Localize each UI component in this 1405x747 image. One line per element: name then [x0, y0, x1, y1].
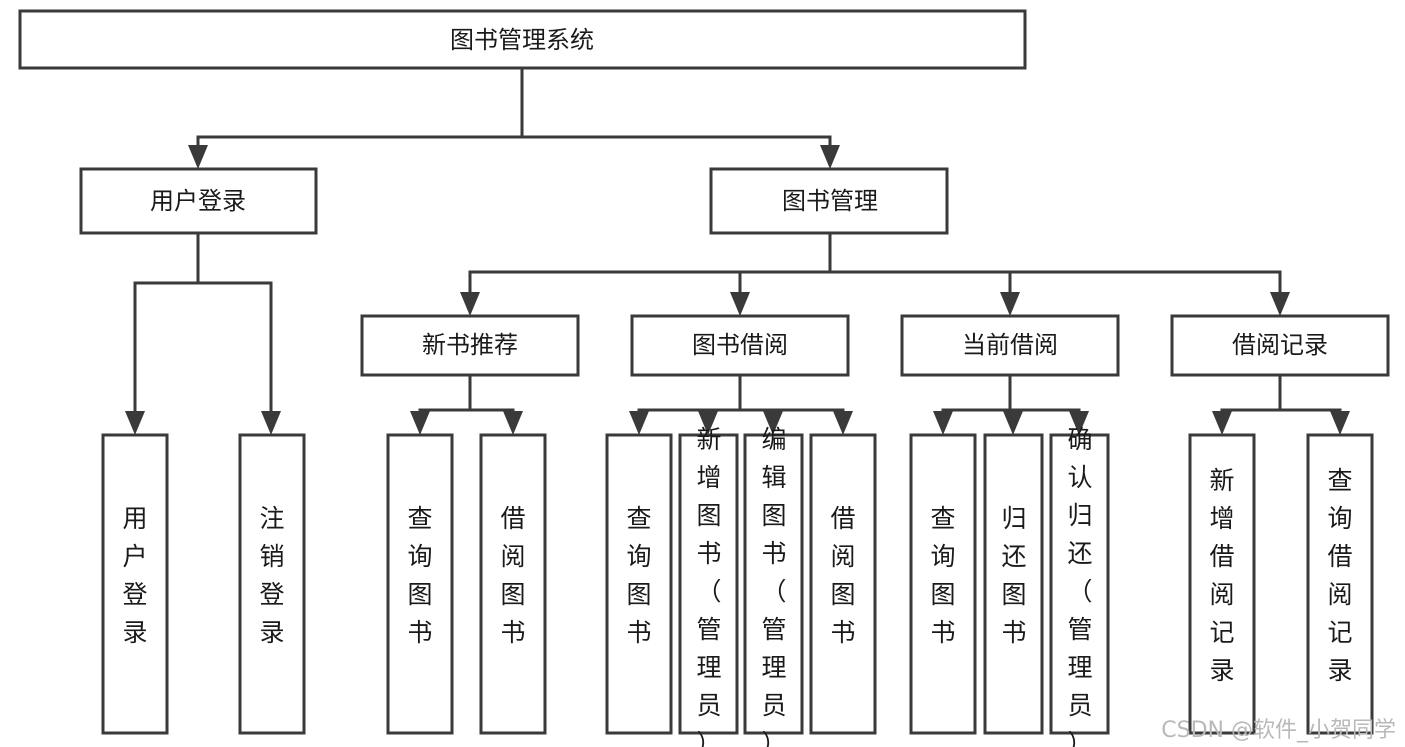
arrow-head-leaf-add-book-admin: [698, 411, 718, 435]
node-leaf-query-book-new-box: [386, 433, 454, 735]
arrow-head-leaf-confirm-return-admin: [1069, 411, 1089, 435]
node-leaf-confirm-return-admin[interactable]: 确认归还（管理员）: [1049, 425, 1110, 747]
arrow-head-leaf-query-borrow-record: [1330, 411, 1350, 435]
node-root-label: 图书管理系统: [450, 26, 594, 54]
node-leaf-add-book-admin[interactable]: 新增图书（管理员）: [678, 425, 739, 747]
node-leaf-add-borrow-record[interactable]: 新增借阅记录: [1188, 433, 1256, 735]
node-leaf-query-book-new-label: 查询图书: [407, 504, 432, 647]
node-leaf-query-book-current[interactable]: 查询图书: [909, 433, 977, 735]
node-current-borrow-label: 当前借阅: [962, 331, 1058, 359]
edge-borrow-records-bus: [1220, 373, 1342, 420]
edge-user-login-bus: [133, 231, 273, 420]
node-user-login-label: 用户登录: [150, 187, 246, 215]
node-leaf-logout-label: 注销登录: [259, 504, 284, 647]
node-leaf-query-book-current-box: [909, 433, 977, 735]
arrow-head-leaf-logout: [261, 411, 281, 435]
arrow-head-book-borrow: [730, 292, 750, 316]
node-leaf-borrow-book-new-box: [479, 433, 547, 735]
node-leaf-query-book-borrow[interactable]: 查询图书: [605, 433, 673, 735]
node-leaf-return-book-label: 归还图书: [1001, 504, 1026, 647]
node-borrow-records[interactable]: 借阅记录: [1170, 314, 1390, 377]
node-borrow-records-box: [1170, 314, 1390, 377]
node-user-login[interactable]: 用户登录: [79, 167, 318, 235]
node-current-borrow[interactable]: 当前借阅: [900, 314, 1120, 377]
node-leaf-query-book-current-label: 查询图书: [930, 504, 955, 647]
node-leaf-logout[interactable]: 注销登录: [238, 433, 306, 735]
node-new-book-recommend-box: [360, 314, 580, 377]
node-leaf-edit-book-admin-label: 编辑图书（管理员）: [761, 425, 786, 747]
node-book-borrow-box: [630, 314, 850, 377]
node-leaf-borrow-book-box: [809, 433, 877, 735]
node-book-borrow-label: 图书借阅: [692, 331, 788, 359]
node-leaf-query-borrow-record-label: 查询借阅记录: [1327, 466, 1352, 685]
node-leaf-borrow-book-new-label: 借阅图书: [500, 504, 525, 647]
edge-root-bus: [196, 66, 832, 154]
node-leaf-confirm-return-admin-box: [1049, 433, 1110, 735]
node-leaf-user-login-box: [101, 433, 169, 735]
arrow-head-leaf-borrow-book: [833, 411, 853, 435]
arrow-head-current-borrow: [1000, 292, 1020, 316]
node-book-management[interactable]: 图书管理: [709, 167, 949, 235]
arrow-head-leaf-return-book: [1003, 411, 1023, 435]
node-leaf-query-book-new[interactable]: 查询图书: [386, 433, 454, 735]
arrow-head-borrow-records: [1270, 292, 1290, 316]
arrow-head-leaf-borrow-book-new: [503, 411, 523, 435]
arrow-head-book-management: [820, 145, 840, 169]
node-book-management-label: 图书管理: [782, 187, 878, 215]
node-leaf-add-borrow-record-box: [1188, 433, 1256, 735]
node-root-box: [18, 9, 1027, 70]
node-leaf-edit-book-admin-box: [743, 433, 804, 735]
node-leaf-confirm-return-admin-label: 确认归还（管理员）: [1067, 425, 1092, 747]
node-leaf-add-book-admin-box: [678, 433, 739, 735]
arrow-head-user-login: [188, 145, 208, 169]
edge-book-borrow-bus: [637, 373, 845, 420]
node-leaf-query-borrow-record[interactable]: 查询借阅记录: [1306, 433, 1374, 735]
edge-book-management-bus: [468, 231, 1282, 301]
node-leaf-user-login[interactable]: 用户登录: [101, 433, 169, 735]
node-current-borrow-box: [900, 314, 1120, 377]
node-leaf-query-book-borrow-box: [605, 433, 673, 735]
node-leaf-add-borrow-record-label: 新增借阅记录: [1209, 466, 1234, 685]
node-leaf-user-login-label: 用户登录: [122, 504, 147, 647]
watermark-text: CSDN @软件_小贺同学: [1161, 718, 1396, 743]
node-leaf-borrow-book-new[interactable]: 借阅图书: [479, 433, 547, 735]
arrow-head-leaf-add-borrow-record: [1212, 411, 1232, 435]
node-root[interactable]: 图书管理系统: [18, 9, 1027, 70]
node-new-book-recommend-label: 新书推荐: [422, 331, 518, 359]
node-user-login-box: [79, 167, 318, 235]
node-leaf-logout-box: [238, 433, 306, 735]
node-leaf-query-borrow-record-box: [1306, 433, 1374, 735]
arrow-head-leaf-query-book-new: [410, 411, 430, 435]
node-leaf-add-book-admin-label: 新增图书（管理员）: [696, 425, 721, 747]
arrow-head-leaf-query-book-borrow: [629, 411, 649, 435]
node-book-management-box: [709, 167, 949, 235]
node-leaf-query-book-borrow-label: 查询图书: [626, 504, 651, 647]
arrow-head-leaf-query-book-current: [933, 411, 953, 435]
node-book-borrow[interactable]: 图书借阅: [630, 314, 850, 377]
node-borrow-records-label: 借阅记录: [1232, 331, 1328, 359]
edge-new-book-recommend-bus: [418, 373, 515, 420]
node-new-book-recommend[interactable]: 新书推荐: [360, 314, 580, 377]
node-leaf-borrow-book[interactable]: 借阅图书: [809, 433, 877, 735]
arrow-head-new-book-recommend: [460, 292, 480, 316]
arrow-head-leaf-edit-book-admin: [763, 411, 783, 435]
node-leaf-borrow-book-label: 借阅图书: [830, 504, 855, 647]
arrow-head-leaf-user-login: [125, 411, 145, 435]
node-leaf-return-book-box: [983, 433, 1044, 735]
node-leaf-return-book[interactable]: 归还图书: [983, 433, 1044, 735]
node-leaf-edit-book-admin[interactable]: 编辑图书（管理员）: [743, 425, 804, 747]
edge-layer: [125, 66, 1350, 435]
